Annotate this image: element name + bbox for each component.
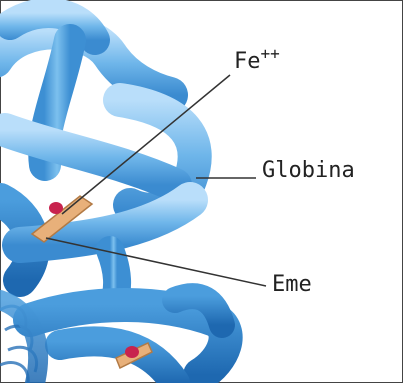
iron-charge: ++ [261, 44, 280, 63]
iron-label: Fe++ [234, 44, 280, 74]
heme-leader-line [46, 238, 266, 286]
iron-atom-icon [49, 202, 63, 214]
globin-chain [0, 13, 226, 383]
globin-label: Globina [262, 158, 355, 183]
iron-atom-lower-icon [125, 346, 139, 358]
heme-label: Eme [272, 272, 312, 297]
iron-symbol: Fe [234, 49, 261, 74]
